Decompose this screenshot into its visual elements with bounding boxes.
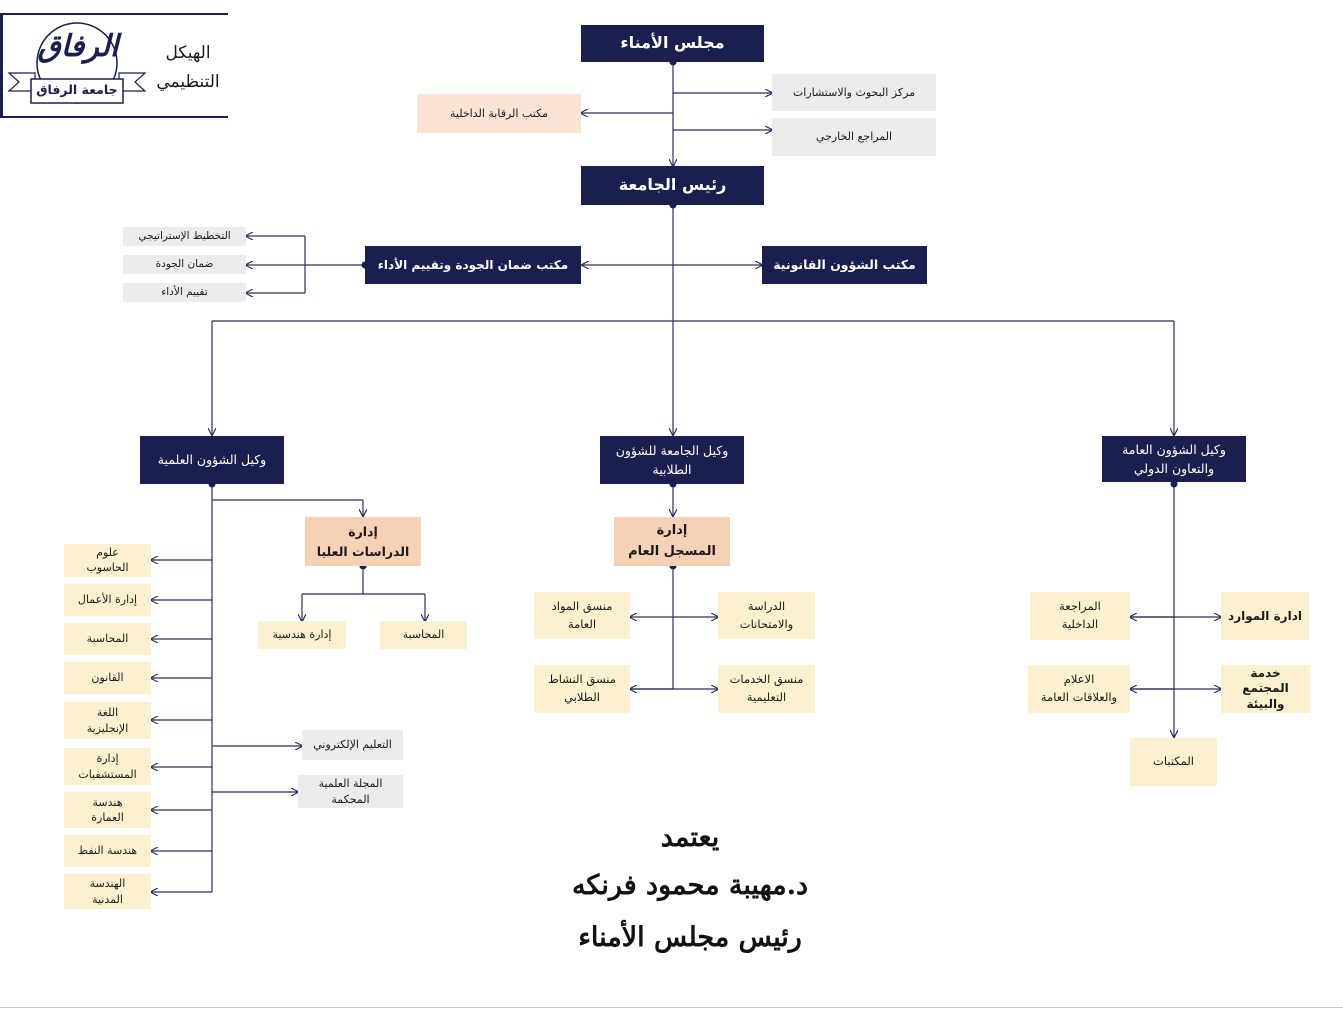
dept-civil-eng-line2: المدنية: [92, 892, 123, 906]
student-activity-line2: الطلابي: [564, 690, 600, 704]
study-exams-box: الدراسة والامتحانات: [718, 592, 815, 639]
resources-admin-box: ادارة الموارد: [1221, 592, 1309, 640]
vp-public-affairs-line2: والتعاون الدولي: [1133, 461, 1215, 476]
grad-accounting-box: المحاسبة: [380, 621, 467, 649]
dept-computer-science: علوم الحاسوب: [64, 544, 151, 577]
quality-assurance-box: ضمان الجودة: [123, 255, 246, 274]
dept-architecture: هندسة العمارة: [64, 792, 151, 828]
approval-name: د.مهيبة محمود فرنكه: [571, 870, 809, 901]
university-logo-icon: [7, 22, 147, 104]
chart-title-line2: التنظيمي: [156, 72, 220, 92]
registrar-line2: المسجل العام: [628, 543, 716, 559]
vp-public-affairs-line1: وكيل الشؤون العامة: [1122, 441, 1226, 457]
president-box: رئيس الجامعة: [581, 166, 764, 205]
dept-business-admin: إدارة الأعمال: [64, 584, 151, 616]
grad-engineering-admin-box: إدارة هندسية: [258, 621, 346, 649]
internal-audit-line2: الداخلية: [1061, 617, 1099, 631]
student-activity-coordinator-box: منسق النشاط الطلابي: [534, 665, 630, 713]
approval-title: رئيس مجلس الأمناء: [578, 922, 802, 953]
vp-students-line1: وكيل الجامعة للشؤون: [615, 442, 729, 458]
general-subjects-line1: منسق المواد: [551, 598, 613, 613]
libraries-box: المكتبات: [1130, 738, 1217, 786]
study-exams-line1: الدراسة: [747, 598, 786, 613]
educational-services-line2: التعليمية: [746, 690, 787, 704]
strategic-planning-box: التخطيط الإستراتيجي: [123, 227, 246, 246]
logo-ribbon-text: جامعة الرفاق: [36, 82, 118, 98]
internal-control-box: مكتب الرقابة الداخلية: [417, 94, 581, 133]
journal-box: المجلة العلمية المحكمة: [298, 775, 403, 808]
educational-services-line1: منسق الخدمات: [729, 672, 804, 687]
quality-office-box: مكتب ضمان الجودة وتقييم الأداء: [365, 246, 581, 284]
dept-law: القانون: [64, 662, 151, 694]
grad-studies-line1: إدارة: [348, 524, 378, 540]
dept-hospital-admin-line2: المستشفيات: [78, 767, 137, 781]
dept-accounting-label: المحاسبة: [86, 632, 129, 646]
journal-line2: المحكمة: [331, 792, 370, 806]
dept-business-admin-label: إدارة الأعمال: [77, 593, 138, 607]
registrar-line1: إدارة: [656, 523, 688, 539]
community-service-line2: المجتمع: [1242, 681, 1289, 696]
dept-petroleum-eng-label: هندسة النفط: [77, 844, 138, 858]
dept-english-line1: اللغة: [96, 706, 119, 720]
media-relations-line2: والعلاقات العامة: [1040, 690, 1118, 704]
general-subjects-line2: العامة: [567, 616, 597, 631]
dept-law-label: القانون: [91, 671, 124, 685]
dept-civil-eng: الهندسة المدنية: [64, 874, 151, 909]
chart-title: الهيكل التنظيمي: [149, 33, 227, 103]
media-relations-box: الاعلام والعلاقات العامة: [1028, 665, 1130, 713]
dept-architecture-line2: العمارة: [91, 811, 124, 824]
student-activity-line1: منسق النشاط: [548, 672, 616, 687]
dept-hospital-admin: إدارة المستشفيات: [64, 748, 151, 785]
logo-main-text: الرفاق: [37, 28, 119, 64]
dept-english: اللغة الإنجليزية: [64, 702, 151, 739]
external-auditor-box: المراجع الخارجي: [772, 118, 936, 156]
media-relations-line1: الاعلام: [1063, 672, 1095, 687]
journal-line1: المجلة العلمية: [318, 777, 383, 791]
grad-studies-box: إدارة الدراسات العليا: [305, 517, 421, 566]
logo-block: الرفاق جامعة الرفاق الهيكل التنظيمي: [0, 13, 228, 118]
dept-petroleum-eng: هندسة النفط: [64, 835, 151, 867]
dept-architecture-line1: هندسة: [92, 795, 123, 809]
internal-audit-line1: المراجعة: [1059, 599, 1101, 614]
community-service-line1: خدمة: [1250, 665, 1281, 680]
dept-accounting: المحاسبة: [64, 623, 151, 655]
bottom-divider: [0, 1007, 1343, 1008]
dept-english-line2: الإنجليزية: [86, 721, 129, 735]
community-service-box: خدمة المجتمع والبيئة: [1221, 665, 1310, 713]
community-service-line3: والبيئة: [1246, 696, 1285, 711]
grad-studies-line2: الدراسات العليا: [316, 543, 410, 559]
study-exams-line2: والامتحانات: [739, 616, 794, 631]
research-center-box: مركز البحوث والاستشارات: [772, 74, 936, 111]
educational-services-coordinator-box: منسق الخدمات التعليمية: [718, 665, 815, 713]
dept-computer-science-line2: الحاسوب: [86, 560, 129, 574]
internal-audit-box: المراجعة الداخلية: [1030, 592, 1130, 640]
dept-computer-science-line1: علوم: [96, 545, 119, 559]
legal-affairs-box: مكتب الشؤون القانونية: [762, 246, 927, 284]
vp-scientific-box: وكيل الشؤون العلمية: [140, 436, 284, 484]
performance-evaluation-box: تقييم الأداء: [123, 283, 246, 302]
general-subjects-coordinator-box: منسق المواد العامة: [534, 592, 630, 639]
board-of-trustees-box: مجلس الأمناء: [581, 25, 764, 62]
dept-civil-eng-line1: الهندسة: [89, 877, 126, 891]
dept-hospital-admin-line1: إدارة: [96, 752, 119, 766]
chart-title-line1: الهيكل: [165, 43, 211, 64]
approval-line1: يعتمد: [660, 822, 720, 853]
vp-students-box: وكيل الجامعة للشؤون الطلابية: [600, 436, 744, 484]
vp-public-affairs-box: وكيل الشؤون العامة والتعاون الدولي: [1102, 436, 1246, 482]
elearning-box: التعليم الإلكتروني: [302, 730, 403, 760]
vp-students-line2: الطلابية: [652, 462, 692, 477]
registrar-box: إدارة المسجل العام: [614, 517, 730, 566]
